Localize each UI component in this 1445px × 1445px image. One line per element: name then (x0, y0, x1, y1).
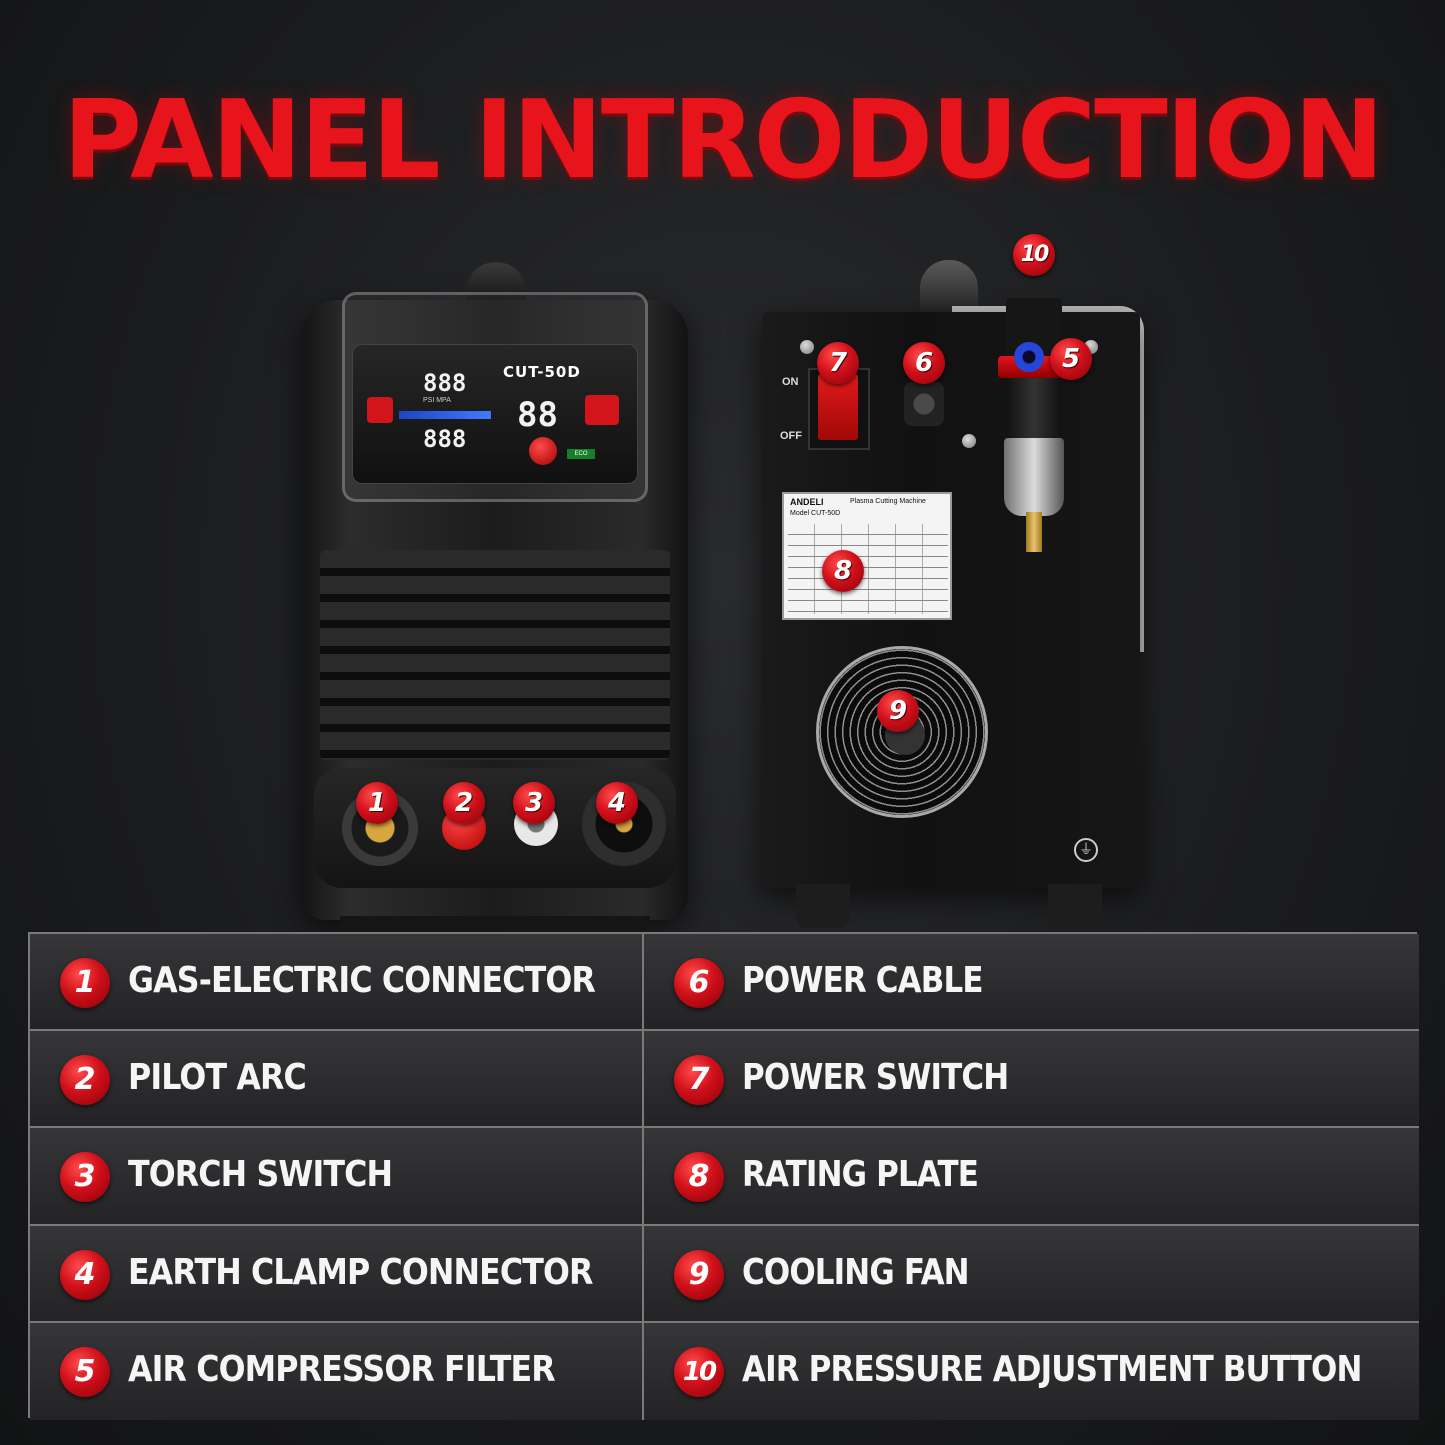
callout-6: 6 (903, 342, 945, 384)
legend-item: 10 AIR PRESSURE ADJUSTMENT BUTTON (644, 1322, 1419, 1420)
legend-label: AIR COMPRESSOR FILTER (128, 1348, 556, 1390)
plate-brand: ANDELI (790, 497, 824, 507)
callout-8: 8 (822, 550, 864, 592)
legend-number: 2 (60, 1055, 110, 1106)
legend-number: 3 (60, 1152, 110, 1203)
air-filter (998, 298, 1070, 556)
adjust-knob[interactable] (529, 437, 557, 465)
pressure-unit-label: PSI MPA (423, 397, 451, 404)
legend-item: 8 RATING PLATE (644, 1128, 1419, 1226)
legend-label: PILOT ARC (128, 1057, 307, 1099)
legend-number: 9 (674, 1249, 724, 1300)
screw-icon (800, 340, 814, 354)
legend-item: 9 COOLING FAN (644, 1225, 1419, 1323)
callout-2: 2 (443, 782, 485, 824)
eco-indicator: ECO (567, 449, 595, 459)
legend-number: 6 (674, 958, 724, 1008)
back-machine: ON OFF ANDELI Plasma Cutting Machine Mod… (762, 298, 1140, 888)
legend-label: POWER CABLE (742, 960, 983, 1001)
back-foot-right (1048, 884, 1102, 928)
callout-3: 3 (513, 782, 555, 824)
model-label: CUT-50D (503, 363, 581, 381)
unit-button[interactable] (367, 397, 393, 423)
legend-item: 6 POWER CABLE (644, 934, 1419, 1032)
callout-4: 4 (596, 782, 638, 824)
page-title: PANEL INTRODUCTION (62, 78, 1384, 203)
legend-item: 1 GAS-ELECTRIC CONNECTOR (30, 934, 644, 1032)
legend-table: 1 GAS-ELECTRIC CONNECTOR 6 POWER CABLE 2… (28, 932, 1419, 1420)
legend-item: 2 PILOT ARC (30, 1031, 644, 1129)
callout-10: 10 (1013, 234, 1055, 276)
air-inlet-fitting[interactable] (1014, 342, 1044, 372)
screw-icon (962, 434, 976, 448)
control-panel: CUT-50D 888 PSI MPA 888 88 ECO (352, 344, 638, 484)
legend-number: 1 (60, 958, 110, 1008)
switch-off-label: OFF (780, 430, 802, 442)
legend-number: 4 (60, 1249, 110, 1300)
callout-9: 9 (877, 690, 919, 732)
legend-item: 3 TORCH SWITCH (30, 1128, 644, 1226)
filter-bowl (1004, 438, 1064, 516)
front-vent-grille (320, 550, 670, 760)
back-foot-left (796, 884, 850, 928)
plate-machine-type: Plasma Cutting Machine (850, 498, 926, 505)
legend-number: 5 (60, 1346, 110, 1397)
filter-body (1006, 378, 1062, 438)
power-switch[interactable] (818, 374, 858, 440)
plate-spec-grid (788, 524, 948, 614)
ground-icon: ⏚ (1074, 838, 1098, 862)
plate-model: Model CUT-50D (790, 510, 841, 517)
legend-label: TORCH SWITCH (128, 1154, 393, 1196)
legend-label: GAS-ELECTRIC CONNECTOR (128, 960, 596, 1001)
callout-1: 1 (356, 782, 398, 824)
legend-number: 10 (674, 1346, 724, 1397)
legend-number: 8 (674, 1152, 724, 1203)
front-feet (340, 916, 650, 930)
legend-number: 7 (674, 1055, 724, 1106)
pressure-display: 888 (423, 369, 467, 397)
callout-5: 5 (1050, 338, 1092, 380)
cooling-fan-grille (816, 646, 988, 818)
switch-on-label: ON (782, 376, 799, 388)
front-carry-handle (466, 262, 526, 306)
legend-label: AIR PRESSURE ADJUSTMENT BUTTON (742, 1348, 1362, 1390)
legend-item: 4 EARTH CLAMP CONNECTOR (30, 1225, 644, 1323)
current-display: 888 (423, 425, 467, 453)
legend-item: 7 POWER SWITCH (644, 1031, 1419, 1129)
front-machine: CUT-50D 888 PSI MPA 888 88 ECO (302, 292, 688, 920)
callout-7: 7 (817, 342, 859, 384)
legend-item: 5 AIR COMPRESSOR FILTER (30, 1322, 644, 1420)
mode-display: 88 (517, 395, 558, 435)
rating-plate: ANDELI Plasma Cutting Machine Model CUT-… (782, 492, 952, 620)
legend-label: POWER SWITCH (742, 1057, 1009, 1099)
legend-label: RATING PLATE (742, 1154, 979, 1196)
trigger-mode-button[interactable] (585, 395, 619, 425)
legend-label: COOLING FAN (742, 1251, 970, 1293)
filter-drain-valve[interactable] (1026, 512, 1042, 552)
level-bar (399, 411, 491, 419)
legend-label: EARTH CLAMP CONNECTOR (128, 1251, 593, 1293)
power-cable-gland (904, 382, 944, 426)
